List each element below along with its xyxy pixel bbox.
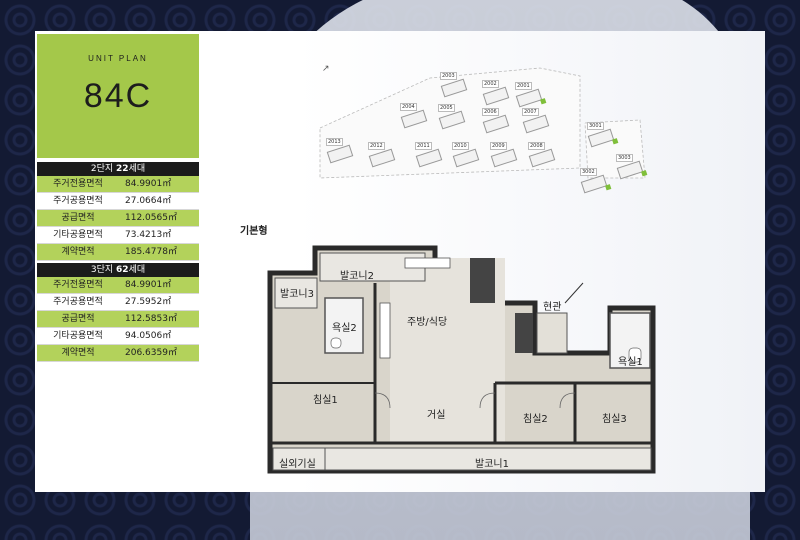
room-bath1: 욕실1	[618, 357, 643, 368]
room-bedroom2: 침실2	[523, 414, 548, 425]
complex2-name: 2단지	[90, 164, 114, 174]
building-number: 2008	[528, 142, 545, 150]
building-number: 2002	[482, 80, 499, 88]
area-value: 185.4778㎡	[125, 247, 177, 257]
area-label: 공급면적	[61, 314, 95, 324]
area-row: 계약면적 185.4778㎡	[37, 244, 199, 261]
building-number: 2011	[415, 142, 432, 150]
area-value: 112.0565㎡	[125, 213, 177, 223]
building-number: 2001	[515, 82, 532, 90]
complex3-header: 3단지 62세대	[37, 263, 199, 277]
building-number: 3003	[616, 154, 633, 162]
room-balcony1: 발코니1	[475, 459, 509, 470]
complex2-count: 22	[116, 164, 129, 174]
unit-plan-label: UNIT PLAN	[88, 54, 148, 63]
unit-plan-box: UNIT PLAN 84C	[37, 34, 199, 158]
area-label: 계약면적	[61, 348, 95, 358]
area-row: 주거전용면적 84.9901㎡	[37, 176, 199, 193]
area-row: 공급면적 112.5853㎡	[37, 311, 199, 328]
building-number: 2005	[438, 104, 455, 112]
area-label: 기타공용면적	[53, 230, 103, 240]
site-outline	[319, 67, 646, 179]
area-value: 112.5853㎡	[125, 314, 177, 324]
area-label: 주거공용면적	[53, 297, 103, 307]
complex3-count: 62	[116, 265, 129, 275]
area-label: 계약면적	[61, 247, 95, 257]
area-value: 206.6359㎡	[125, 348, 177, 358]
area-value: 94.0506㎡	[125, 331, 172, 341]
area-row: 기타공용면적 73.4213㎡	[37, 227, 199, 244]
complex3-name: 3단지	[90, 265, 114, 275]
plan-type-label: 기본형	[240, 226, 268, 237]
area-row: 계약면적 206.6359㎡	[37, 345, 199, 362]
room-outdoor-unit: 실외기실	[279, 459, 316, 470]
building-number: 2004	[400, 103, 417, 111]
building-number: 2013	[326, 138, 343, 146]
complex2-area-table: 2단지 22세대 주거전용면적 84.9901㎡ 주거공용면적 27.0664㎡ 공급면…	[37, 162, 199, 261]
room-living: 거실	[427, 410, 446, 421]
complex2-unit-suffix: 세대	[128, 164, 146, 174]
building-number: 2006	[482, 108, 499, 116]
area-row: 주거공용면적 27.0664㎡	[37, 193, 199, 210]
area-label: 기타공용면적	[53, 331, 103, 341]
complex3-area-table: 3단지 62세대 주거전용면적 84.9901㎡ 주거공용면적 27.5952㎡ 공급면…	[37, 263, 199, 362]
building-number: 2010	[452, 142, 469, 150]
room-bedroom3: 침실3	[602, 414, 627, 425]
area-label: 주거전용면적	[53, 179, 103, 189]
area-row: 주거전용면적 84.9901㎡	[37, 277, 199, 294]
room-balcony3: 발코니3	[280, 289, 314, 300]
building-number: 2012	[368, 142, 385, 150]
building-number: 2009	[490, 142, 507, 150]
north-arrow-icon: ↗	[322, 64, 330, 74]
area-row: 공급면적 112.0565㎡	[37, 210, 199, 227]
area-label: 공급면적	[61, 213, 95, 223]
area-label: 주거공용면적	[53, 196, 103, 206]
area-row: 기타공용면적 94.0506㎡	[37, 328, 199, 345]
area-row: 주거공용면적 27.5952㎡	[37, 294, 199, 311]
room-bedroom1: 침실1	[313, 395, 338, 406]
area-value: 84.9901㎡	[125, 179, 172, 189]
floor-plan-drawing	[267, 245, 656, 474]
room-entrance: 현관	[543, 302, 562, 313]
area-value: 27.0664㎡	[125, 196, 172, 206]
room-kitchen: 주방/식당	[407, 317, 448, 328]
room-balcony2: 발코니2	[340, 271, 374, 282]
area-value: 73.4213㎡	[125, 230, 172, 240]
floor-plan: 발코니2 발코니3 욕실2 주방/식당 현관 욕실1 침실1 거실 침실2 침실…	[265, 243, 660, 476]
area-value: 27.5952㎡	[125, 297, 172, 307]
complex3-unit-suffix: 세대	[128, 265, 146, 275]
unit-type-title: 84C	[83, 77, 153, 115]
building-number: 2003	[440, 72, 457, 80]
area-label: 주거전용면적	[53, 280, 103, 290]
building-number: 3001	[587, 122, 604, 130]
room-bath2: 욕실2	[332, 323, 357, 334]
site-map: ↗ 2003 2002 2001 2004 2005 2006 2007 2013 2012 20…	[290, 58, 670, 194]
area-value: 84.9901㎡	[125, 280, 172, 290]
complex2-header: 2단지 22세대	[37, 162, 199, 176]
building-number: 2007	[522, 108, 539, 116]
building-number: 3002	[580, 168, 597, 176]
